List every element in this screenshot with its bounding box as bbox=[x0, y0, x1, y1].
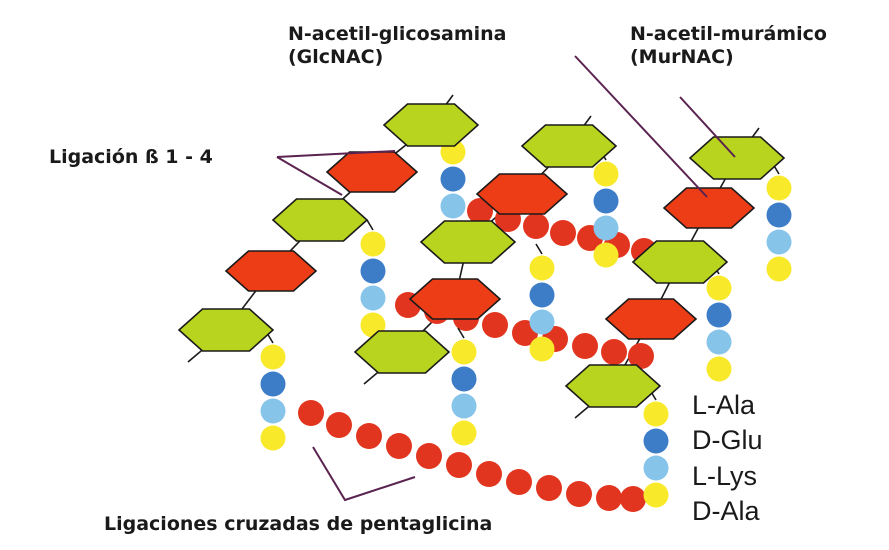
lactyl-link bbox=[367, 220, 373, 230]
glycine-bead bbox=[446, 452, 472, 478]
legend-d-ala: D-Ala bbox=[692, 496, 760, 526]
l-lys-bead bbox=[261, 399, 286, 424]
l-ala-bead bbox=[767, 176, 792, 201]
glcnac-ring bbox=[384, 104, 478, 146]
l-lys-bead bbox=[452, 394, 477, 419]
glycine-bead bbox=[386, 433, 412, 459]
murnac-ring bbox=[606, 299, 696, 339]
l-ala-bead bbox=[361, 232, 386, 257]
glycine-bead bbox=[356, 423, 382, 449]
d-glu-bead bbox=[361, 259, 386, 284]
glycine-bead bbox=[523, 213, 549, 239]
legend-l-lys: L-Lys bbox=[692, 461, 757, 491]
d-glu-bead bbox=[767, 203, 792, 228]
glycine-bead bbox=[601, 339, 627, 365]
glycine-bead bbox=[476, 461, 502, 487]
glcnac-ring bbox=[566, 365, 660, 407]
glcnac-ring bbox=[179, 309, 273, 351]
l-lys-bead bbox=[441, 194, 466, 219]
d-ala-bead bbox=[594, 243, 619, 268]
d-glu-bead bbox=[441, 167, 466, 192]
d-ala-bead bbox=[530, 337, 555, 362]
l-lys-bead bbox=[767, 230, 792, 255]
l-lys-bead bbox=[707, 330, 732, 355]
l-lys-bead bbox=[594, 216, 619, 241]
legend-l-ala: L-Ala bbox=[692, 390, 756, 420]
l-lys-bead bbox=[644, 456, 669, 481]
l-lys-bead bbox=[530, 310, 555, 335]
l-ala-bead bbox=[530, 256, 555, 281]
l-ala-bead bbox=[261, 345, 286, 370]
d-glu-bead bbox=[594, 189, 619, 214]
lactyl-link bbox=[536, 244, 542, 254]
murnac-ring bbox=[226, 251, 316, 291]
glycine-bead bbox=[326, 412, 352, 438]
murnac-ring bbox=[410, 279, 500, 319]
beta-linkage-label: Ligación ß 1 - 4 bbox=[49, 146, 213, 168]
d-glu-bead bbox=[530, 283, 555, 308]
d-ala-bead bbox=[452, 421, 477, 446]
glcnac-label-line1: N-acetil-glicosamina bbox=[288, 23, 506, 45]
glycine-bead bbox=[550, 220, 576, 246]
murnac-label-line2: (MurNAC) bbox=[630, 46, 734, 68]
d-ala-bead bbox=[707, 357, 732, 382]
murnac-label-line1: N-acetil-murámico bbox=[630, 23, 827, 45]
amino-acid-legend: L-Ala D-Glu L-Lys D-Ala bbox=[692, 390, 763, 526]
glcnac-ring bbox=[522, 125, 616, 167]
d-glu-bead bbox=[707, 303, 732, 328]
glycine-bead bbox=[572, 333, 598, 359]
l-lys-bead bbox=[361, 286, 386, 311]
l-ala-bead bbox=[452, 340, 477, 365]
l-ala-bead bbox=[707, 276, 732, 301]
l-ala-bead bbox=[644, 402, 669, 427]
glcnac-ring bbox=[690, 137, 784, 179]
glcnac-ring bbox=[273, 199, 367, 241]
d-ala-bead bbox=[261, 426, 286, 451]
glcnac-ring bbox=[355, 331, 449, 373]
murnac-ring bbox=[327, 152, 417, 192]
glycine-bead bbox=[536, 475, 562, 501]
murnac-ring bbox=[664, 188, 754, 228]
glycine-bead bbox=[596, 485, 622, 511]
glcnac-label-line2: (GlcNAC) bbox=[288, 46, 383, 68]
glycine-bead bbox=[506, 469, 532, 495]
glycine-bead bbox=[566, 481, 592, 507]
crosslink-label: Ligaciones cruzadas de pentaglicina bbox=[104, 513, 492, 535]
glycine-bead bbox=[482, 312, 508, 338]
d-glu-bead bbox=[644, 429, 669, 454]
d-ala-bead bbox=[767, 257, 792, 282]
glycine-bead bbox=[416, 443, 442, 469]
glycine-bead bbox=[620, 486, 646, 512]
d-glu-bead bbox=[452, 367, 477, 392]
legend-d-glu: D-Glu bbox=[692, 425, 763, 455]
l-ala-bead bbox=[594, 162, 619, 187]
d-ala-bead bbox=[644, 483, 669, 508]
glycine-bead bbox=[298, 400, 324, 426]
d-glu-bead bbox=[261, 372, 286, 397]
